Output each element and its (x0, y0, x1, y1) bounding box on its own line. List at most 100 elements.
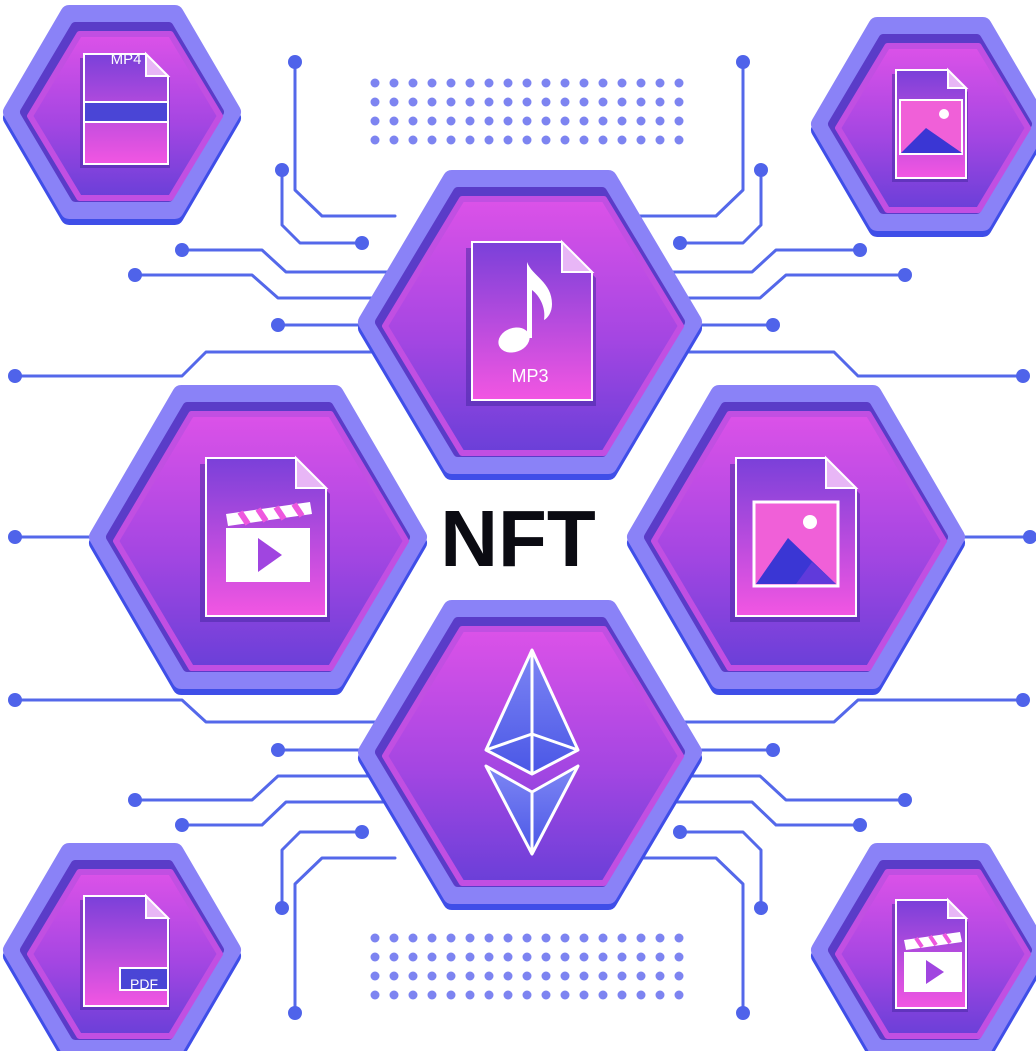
circuit-node (673, 825, 687, 839)
grid-dot (617, 135, 627, 145)
grid-dot (560, 971, 570, 981)
grid-dot (560, 990, 570, 1000)
grid-dot (655, 78, 665, 88)
circuit-node (271, 318, 285, 332)
circuit-node (175, 818, 189, 832)
grid-dot (560, 97, 570, 107)
nft-title: NFT (440, 494, 596, 583)
grid-dot (598, 990, 608, 1000)
circuit-node (275, 901, 289, 915)
grid-dot (503, 990, 513, 1000)
grid-dot (408, 135, 418, 145)
grid-dot (522, 952, 532, 962)
ethereum-icon (484, 648, 580, 856)
circuit-node (8, 693, 22, 707)
circuit-node (1016, 693, 1030, 707)
circuit-endpoints (8, 55, 1036, 1020)
grid-dot (446, 933, 456, 943)
grid-dot (446, 116, 456, 126)
grid-dot (655, 990, 665, 1000)
circuit-node (288, 55, 302, 69)
grid-dot (465, 952, 475, 962)
grid-dot (503, 971, 513, 981)
grid-dot (389, 933, 399, 943)
grid-dot (541, 78, 551, 88)
grid-dot (674, 97, 684, 107)
grid-dot (522, 116, 532, 126)
circuit-lines (13, 60, 1036, 1015)
grid-dot (484, 97, 494, 107)
grid-dot (408, 78, 418, 88)
hex-image-small (811, 17, 1036, 237)
grid-dot (617, 78, 627, 88)
grid-dot (579, 78, 589, 88)
grid-dot (617, 971, 627, 981)
grid-dot (541, 116, 551, 126)
grid-dot (465, 933, 475, 943)
grid-dot (465, 135, 475, 145)
grid-dot (370, 116, 380, 126)
circuit-node (898, 268, 912, 282)
grid-dot (503, 933, 513, 943)
grid-dot (503, 116, 513, 126)
grid-dot (522, 97, 532, 107)
grid-dot (427, 971, 437, 981)
grid-dot (598, 78, 608, 88)
circuit-node (288, 1006, 302, 1020)
grid-dot (579, 952, 589, 962)
grid-dot (541, 933, 551, 943)
circuit-node (128, 268, 142, 282)
grid-dot (389, 971, 399, 981)
grid-dot (674, 952, 684, 962)
grid-dot (655, 933, 665, 943)
grid-dot (446, 952, 456, 962)
grid-dot (598, 116, 608, 126)
grid-dot (636, 933, 646, 943)
circuit-node (736, 1006, 750, 1020)
grid-dot (674, 990, 684, 1000)
grid-dot (370, 78, 380, 88)
grid-dot (427, 78, 437, 88)
hex-video-small (811, 843, 1036, 1051)
grid-dot (389, 990, 399, 1000)
grid-dot (427, 952, 437, 962)
circuit-node (766, 318, 780, 332)
grid-dot (484, 933, 494, 943)
circuit-node (1016, 369, 1030, 383)
grid-dot (465, 78, 475, 88)
grid-dot (655, 135, 665, 145)
grid-dot (503, 135, 513, 145)
grid-dot (560, 952, 570, 962)
grid-dot (541, 952, 551, 962)
grid-dot (370, 135, 380, 145)
grid-dot (484, 952, 494, 962)
grid-dot (579, 116, 589, 126)
music-note-icon (498, 262, 552, 353)
pdf-label: PDF (130, 976, 158, 992)
grid-dot (389, 116, 399, 126)
grid-dot (465, 97, 475, 107)
image-file-icon-large (730, 455, 860, 622)
grid-dot (617, 116, 627, 126)
grid-dot (408, 971, 418, 981)
grid-dot (446, 97, 456, 107)
circuit-node (8, 530, 22, 544)
grid-dot (636, 971, 646, 981)
grid-dot (560, 933, 570, 943)
circuit-node (275, 163, 289, 177)
grid-dot (674, 78, 684, 88)
grid-dot (579, 135, 589, 145)
dot-grid (370, 933, 684, 1000)
circuit-node (673, 236, 687, 250)
grid-dot (617, 933, 627, 943)
circuit-node (355, 236, 369, 250)
grid-dot (579, 971, 589, 981)
clapperboard-icon (226, 502, 312, 582)
grid-dot (446, 78, 456, 88)
circuit-node (128, 793, 142, 807)
grid-dot (636, 952, 646, 962)
video-file-icon-small (892, 897, 969, 1012)
grid-dot (465, 990, 475, 1000)
